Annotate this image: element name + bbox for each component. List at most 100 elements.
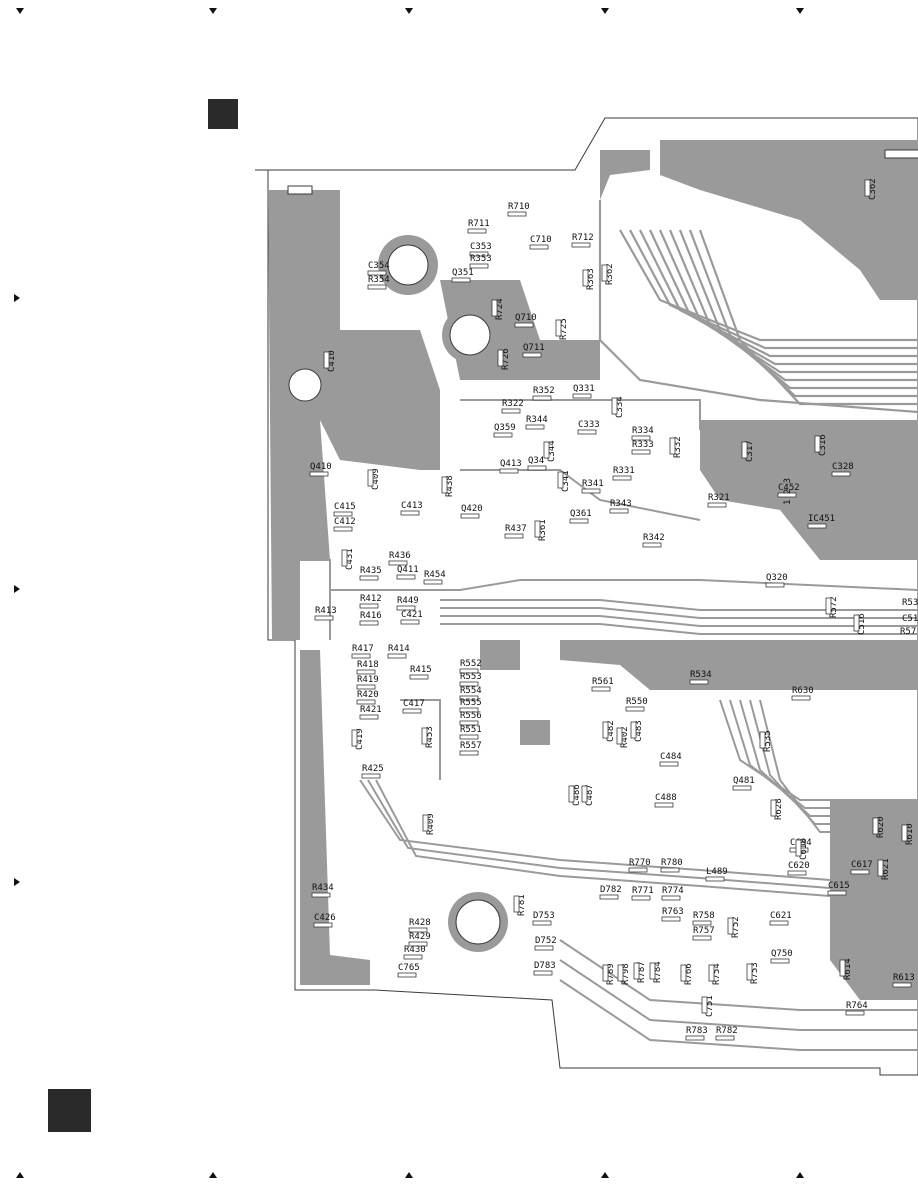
component-footprint-q34 <box>527 465 547 471</box>
component-label-r435: R435 <box>360 566 382 576</box>
component-label-r771: R771 <box>632 886 654 896</box>
ic451-pin-numbers: 1 2 3 <box>783 478 793 505</box>
component-footprint-q359 <box>493 432 513 438</box>
component-footprint-c488 <box>654 802 674 808</box>
component-label-c344: C344 <box>547 440 557 462</box>
component-label-r331: R331 <box>613 466 635 476</box>
component-label-c426: C426 <box>314 913 336 923</box>
copper-pour-left-lower <box>270 650 370 985</box>
component-footprint-d753 <box>532 920 552 926</box>
component-footprint-r553 <box>459 681 479 687</box>
mounting-hole-4 <box>288 368 322 402</box>
component-footprint-c483 <box>630 721 637 739</box>
component-label-r437: R437 <box>505 524 527 534</box>
component-label-q413: Q413 <box>500 459 522 469</box>
copper-pour-upper-middle <box>600 150 650 200</box>
component-label-r555: R555 <box>460 698 482 708</box>
component-footprint-r774 <box>661 895 681 901</box>
component-label-d782: D782 <box>600 885 622 895</box>
component-label-r434: R434 <box>312 883 334 893</box>
component-label-r430: R430 <box>404 945 426 955</box>
component-label-r362: R362 <box>605 263 615 285</box>
component-footprint-r454 <box>423 579 443 585</box>
component-label-r758: R758 <box>693 911 715 921</box>
component-footprint-r724 <box>491 299 498 317</box>
component-label-r774: R774 <box>662 886 684 896</box>
copper-pour-small-1 <box>520 720 550 745</box>
component-footprint-r361 <box>534 520 541 538</box>
component-footprint-q361 <box>569 518 589 524</box>
component-label-r620: R620 <box>876 816 886 838</box>
component-label-r725: R725 <box>559 318 569 340</box>
component-label-c765: C765 <box>398 963 420 973</box>
component-label-r361: R361 <box>538 519 548 541</box>
component-label-c421: C421 <box>401 610 423 620</box>
component-footprint-c486 <box>568 785 575 803</box>
component-footprint-r610 <box>901 824 908 842</box>
component-footprint-r771 <box>631 895 651 901</box>
edge-label-r57: R57 <box>900 627 916 637</box>
component-label-q361: Q361 <box>570 509 592 519</box>
component-label-q420: Q420 <box>461 504 483 514</box>
component-label-c486: C486 <box>572 784 582 806</box>
component-footprint-r614 <box>839 959 846 977</box>
component-label-c710: C710 <box>530 235 552 245</box>
component-footprint-r781 <box>513 895 520 913</box>
page-corner-block <box>48 1089 91 1132</box>
component-footprint-r754 <box>708 964 715 982</box>
component-footprint-q410 <box>309 471 329 477</box>
component-label-r425: R425 <box>362 764 384 774</box>
component-footprint-r782 <box>715 1035 735 1041</box>
component-label-d752: D752 <box>535 936 557 946</box>
component-label-c751: C751 <box>705 995 715 1017</box>
component-footprint-r557 <box>459 750 479 756</box>
component-footprint-c615 <box>827 890 847 896</box>
component-label-r341: R341 <box>582 479 604 489</box>
component-label-r534: R534 <box>690 670 712 680</box>
board-outline <box>255 117 918 1076</box>
component-label-r552: R552 <box>460 659 482 669</box>
component-footprint-r763 <box>661 916 681 922</box>
component-footprint-r725 <box>555 319 562 337</box>
component-label-c328: C328 <box>832 462 854 472</box>
component-label-q410: Q410 <box>310 462 332 472</box>
component-footprint-r620 <box>872 817 879 835</box>
component-footprint-r344 <box>525 424 545 430</box>
component-footprint-r413 <box>314 615 334 621</box>
component-label-c516: C516 <box>857 613 867 635</box>
component-footprint-c409 <box>367 469 374 487</box>
component-label-r711: R711 <box>468 219 490 229</box>
component-label-r436: R436 <box>389 551 411 561</box>
component-footprint-r783 <box>685 1035 705 1041</box>
trace-bundle-lower <box>359 699 918 897</box>
component-label-r353: R353 <box>470 254 492 264</box>
component-label-c482: C482 <box>606 720 616 742</box>
registration-mark-top-5 <box>796 8 804 14</box>
component-footprint-r753 <box>746 963 753 981</box>
trace-bundle-middle <box>330 579 918 635</box>
component-footprint-r342 <box>642 542 662 548</box>
component-label-c354: C354 <box>368 261 390 271</box>
component-footprint-r402 <box>616 727 623 745</box>
component-footprint-c426 <box>313 922 333 928</box>
component-label-c341: C341 <box>561 470 571 492</box>
component-footprint-r353 <box>469 263 489 269</box>
component-label-r610: R610 <box>905 823 915 845</box>
component-footprint-r412 <box>359 603 379 609</box>
component-label-r414: R414 <box>388 644 410 654</box>
component-footprint-r780 <box>660 867 680 873</box>
component-label-c488: C488 <box>655 793 677 803</box>
copper-pour-top-right <box>660 140 918 300</box>
component-label-r415: R415 <box>410 665 432 675</box>
component-label-r798: R798 <box>621 963 631 985</box>
component-label-c333: C333 <box>578 420 600 430</box>
registration-mark-left-3 <box>14 878 20 886</box>
component-footprint-r428 <box>408 927 428 933</box>
component-label-c316: C316 <box>818 434 828 456</box>
component-footprint-r429 <box>408 941 428 947</box>
component-footprint-r550 <box>625 706 645 712</box>
component-footprint-c452 <box>777 492 797 498</box>
component-footprint-r343 <box>609 508 629 514</box>
component-footprint-r409 <box>422 814 429 832</box>
mounting-hole-3-center <box>455 899 501 945</box>
